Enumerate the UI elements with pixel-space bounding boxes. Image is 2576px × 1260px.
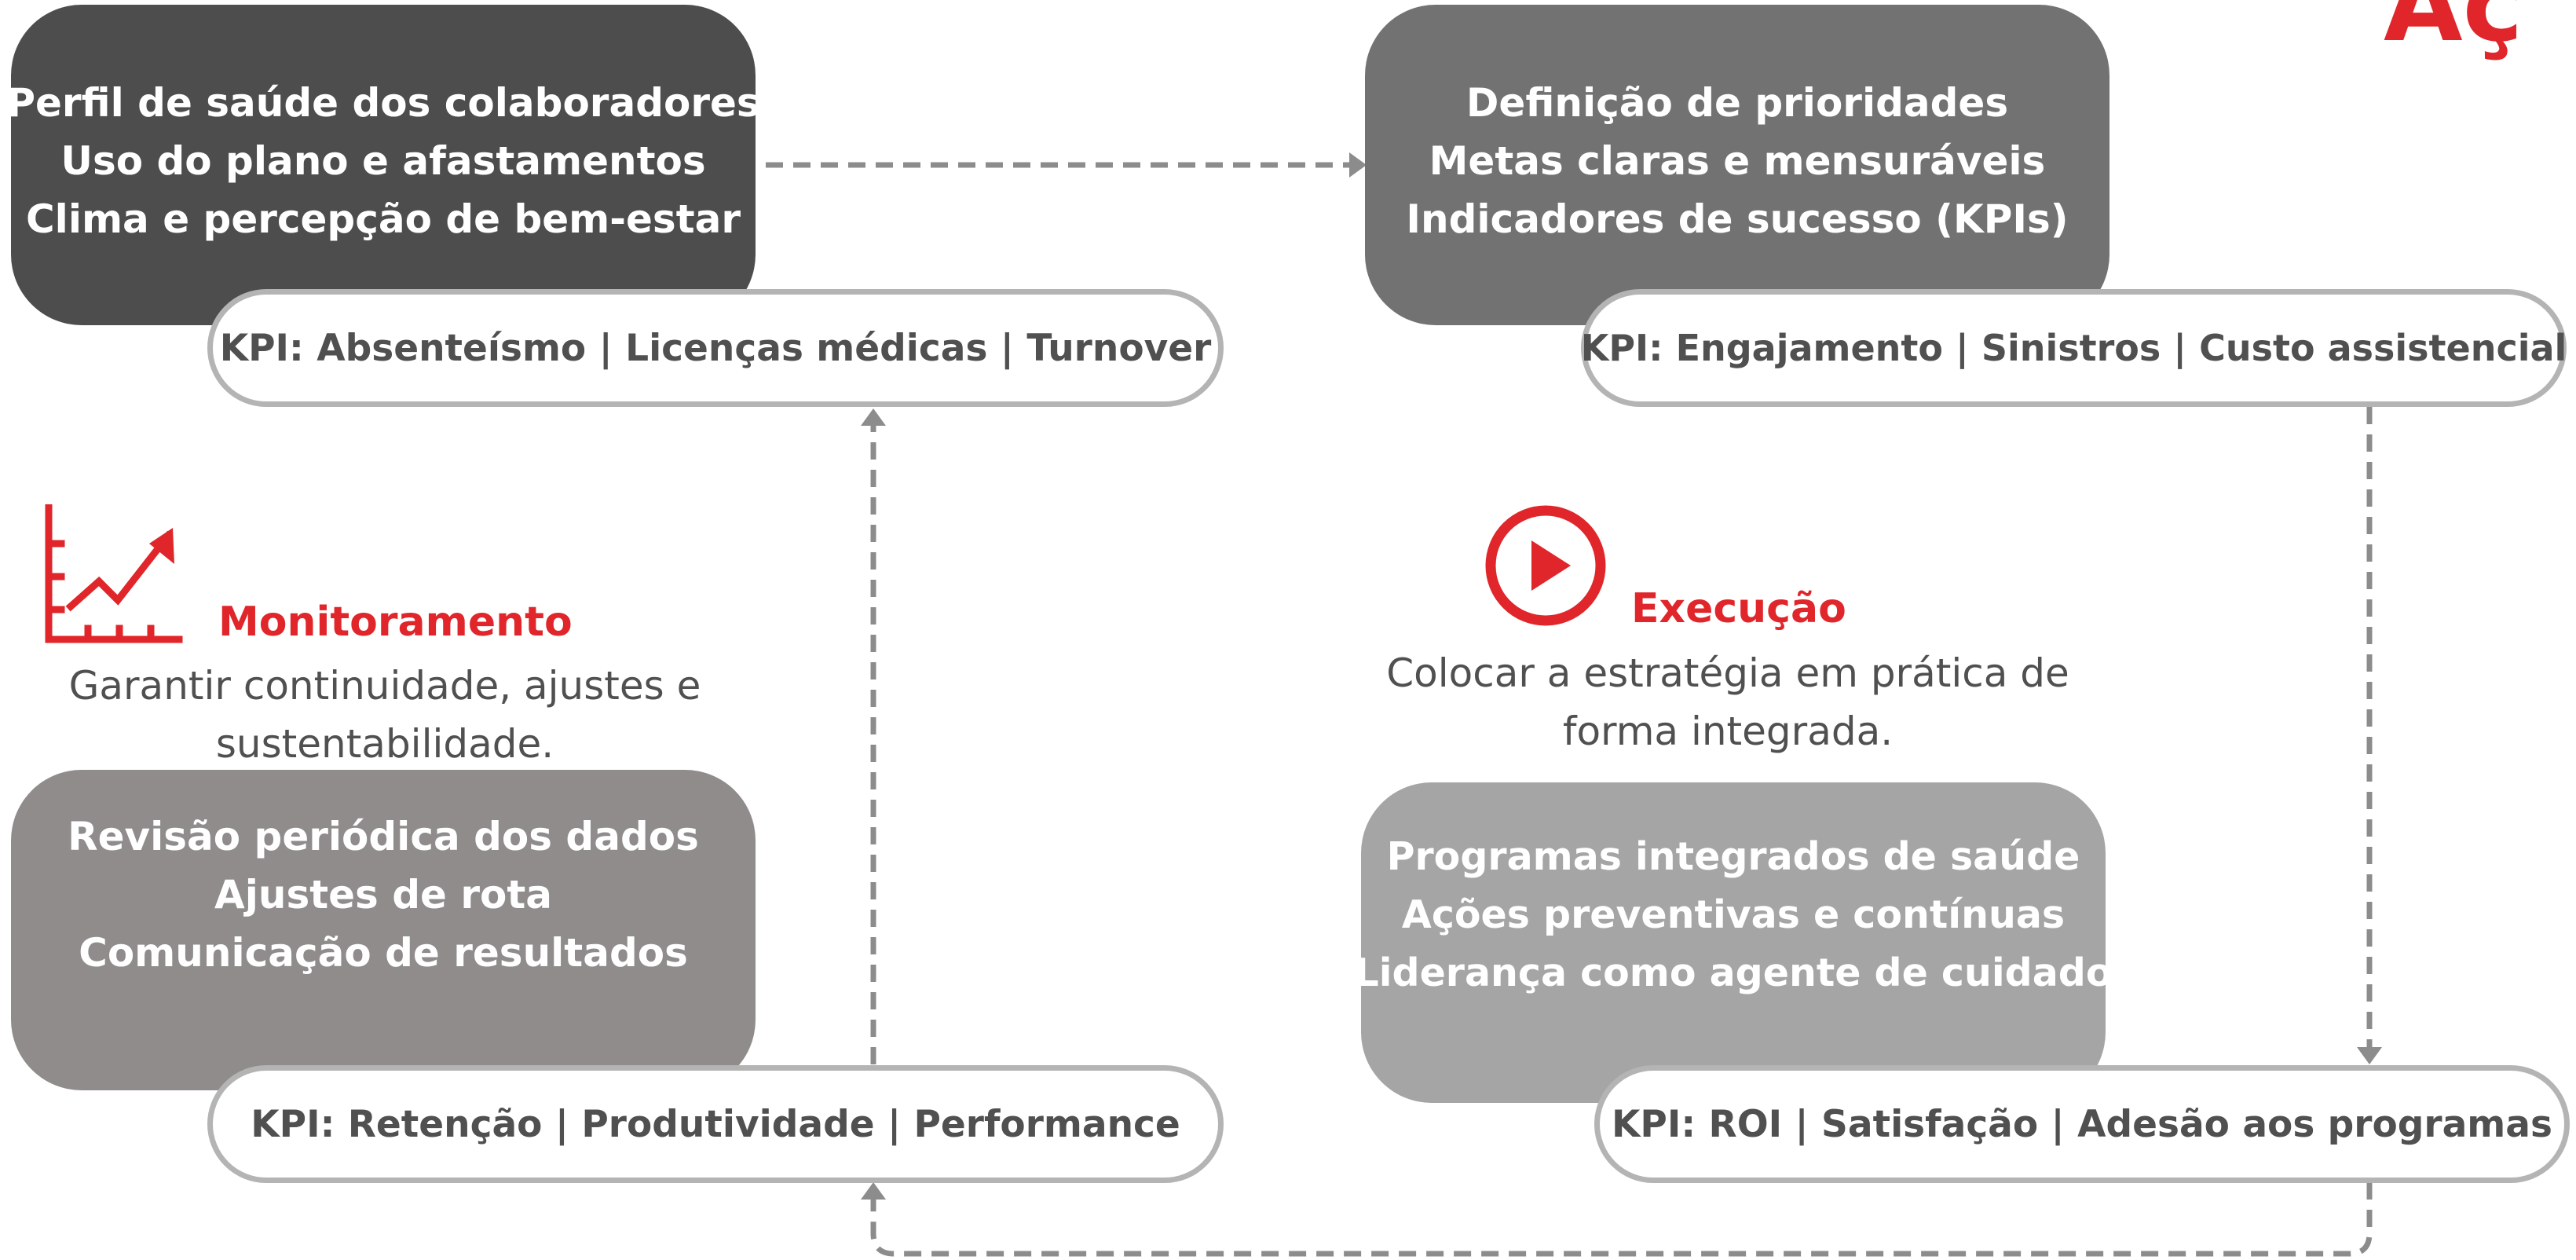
execucao-line: Ações preventivas e contínuas [1401,892,2066,937]
execucao-box: Programas integrados de saúde Ações prev… [1354,782,2113,1103]
line-chart-up-icon [45,504,183,643]
execucao-description-line: forma integrada. [1562,709,1894,754]
corner-title: Aç [2384,0,2523,64]
planejamento-line: Indicadores de sucesso (KPIs) [1406,196,2069,242]
monitoramento-description-line: Garantir continuidade, ajustes e [68,663,701,709]
diagnostico-line: Perfil de saúde dos colaboradores [6,80,760,126]
planejamento-kpi-pill: KPI: Engajamento | Sinistros | Custo ass… [1581,289,2567,407]
planejamento-box: Definição de prioridades Metas claras e … [1365,5,2109,325]
monitoramento-line: Comunicação de resultados [79,930,688,976]
planejamento-line: Metas claras e mensuráveis [1429,138,2046,184]
diagnostico-line: Clima e percepção de bem-estar [25,196,741,242]
execucao-line: Programas integrados de saúde [1386,834,2080,879]
monitoramento-description-line: sustentabilidade. [215,721,554,767]
execucao-description: Colocar a estratégia em prática de forma… [1367,644,2089,760]
execucao-line: Liderança como agente de cuidado [1354,950,2113,995]
execucao-description-line: Colocar a estratégia em prática de [1386,650,2069,696]
monitoramento-line: Ajustes de rota [214,872,552,918]
arrow-execucao-to-monitoramento [870,1182,2373,1257]
monitoramento-box: Revisão periódica dos dados Ajustes de r… [11,770,756,1090]
monitoramento-title: Monitoramento [218,599,573,646]
planejamento-line: Definição de prioridades [1465,80,2009,126]
diagnostico-kpi-pill: KPI: Absenteísmo | Licenças médicas | Tu… [207,289,1224,407]
monitoramento-line: Revisão periódica dos dados [68,814,699,859]
execucao-kpi-pill: KPI: ROI | Satisfação | Adesão aos progr… [1594,1065,2570,1183]
monitoramento-kpi-pill: KPI: Retenção | Produtividade | Performa… [207,1065,1224,1183]
monitoramento-description: Garantir continuidade, ajustes e sustent… [31,657,738,773]
diagnostico-box: Perfil de saúde dos colaboradores Uso do… [6,5,760,325]
diagnostico-line: Uso do plano e afastamentos [60,138,706,184]
play-circle-icon [1485,505,1606,626]
execucao-title: Execução [1631,585,1846,632]
